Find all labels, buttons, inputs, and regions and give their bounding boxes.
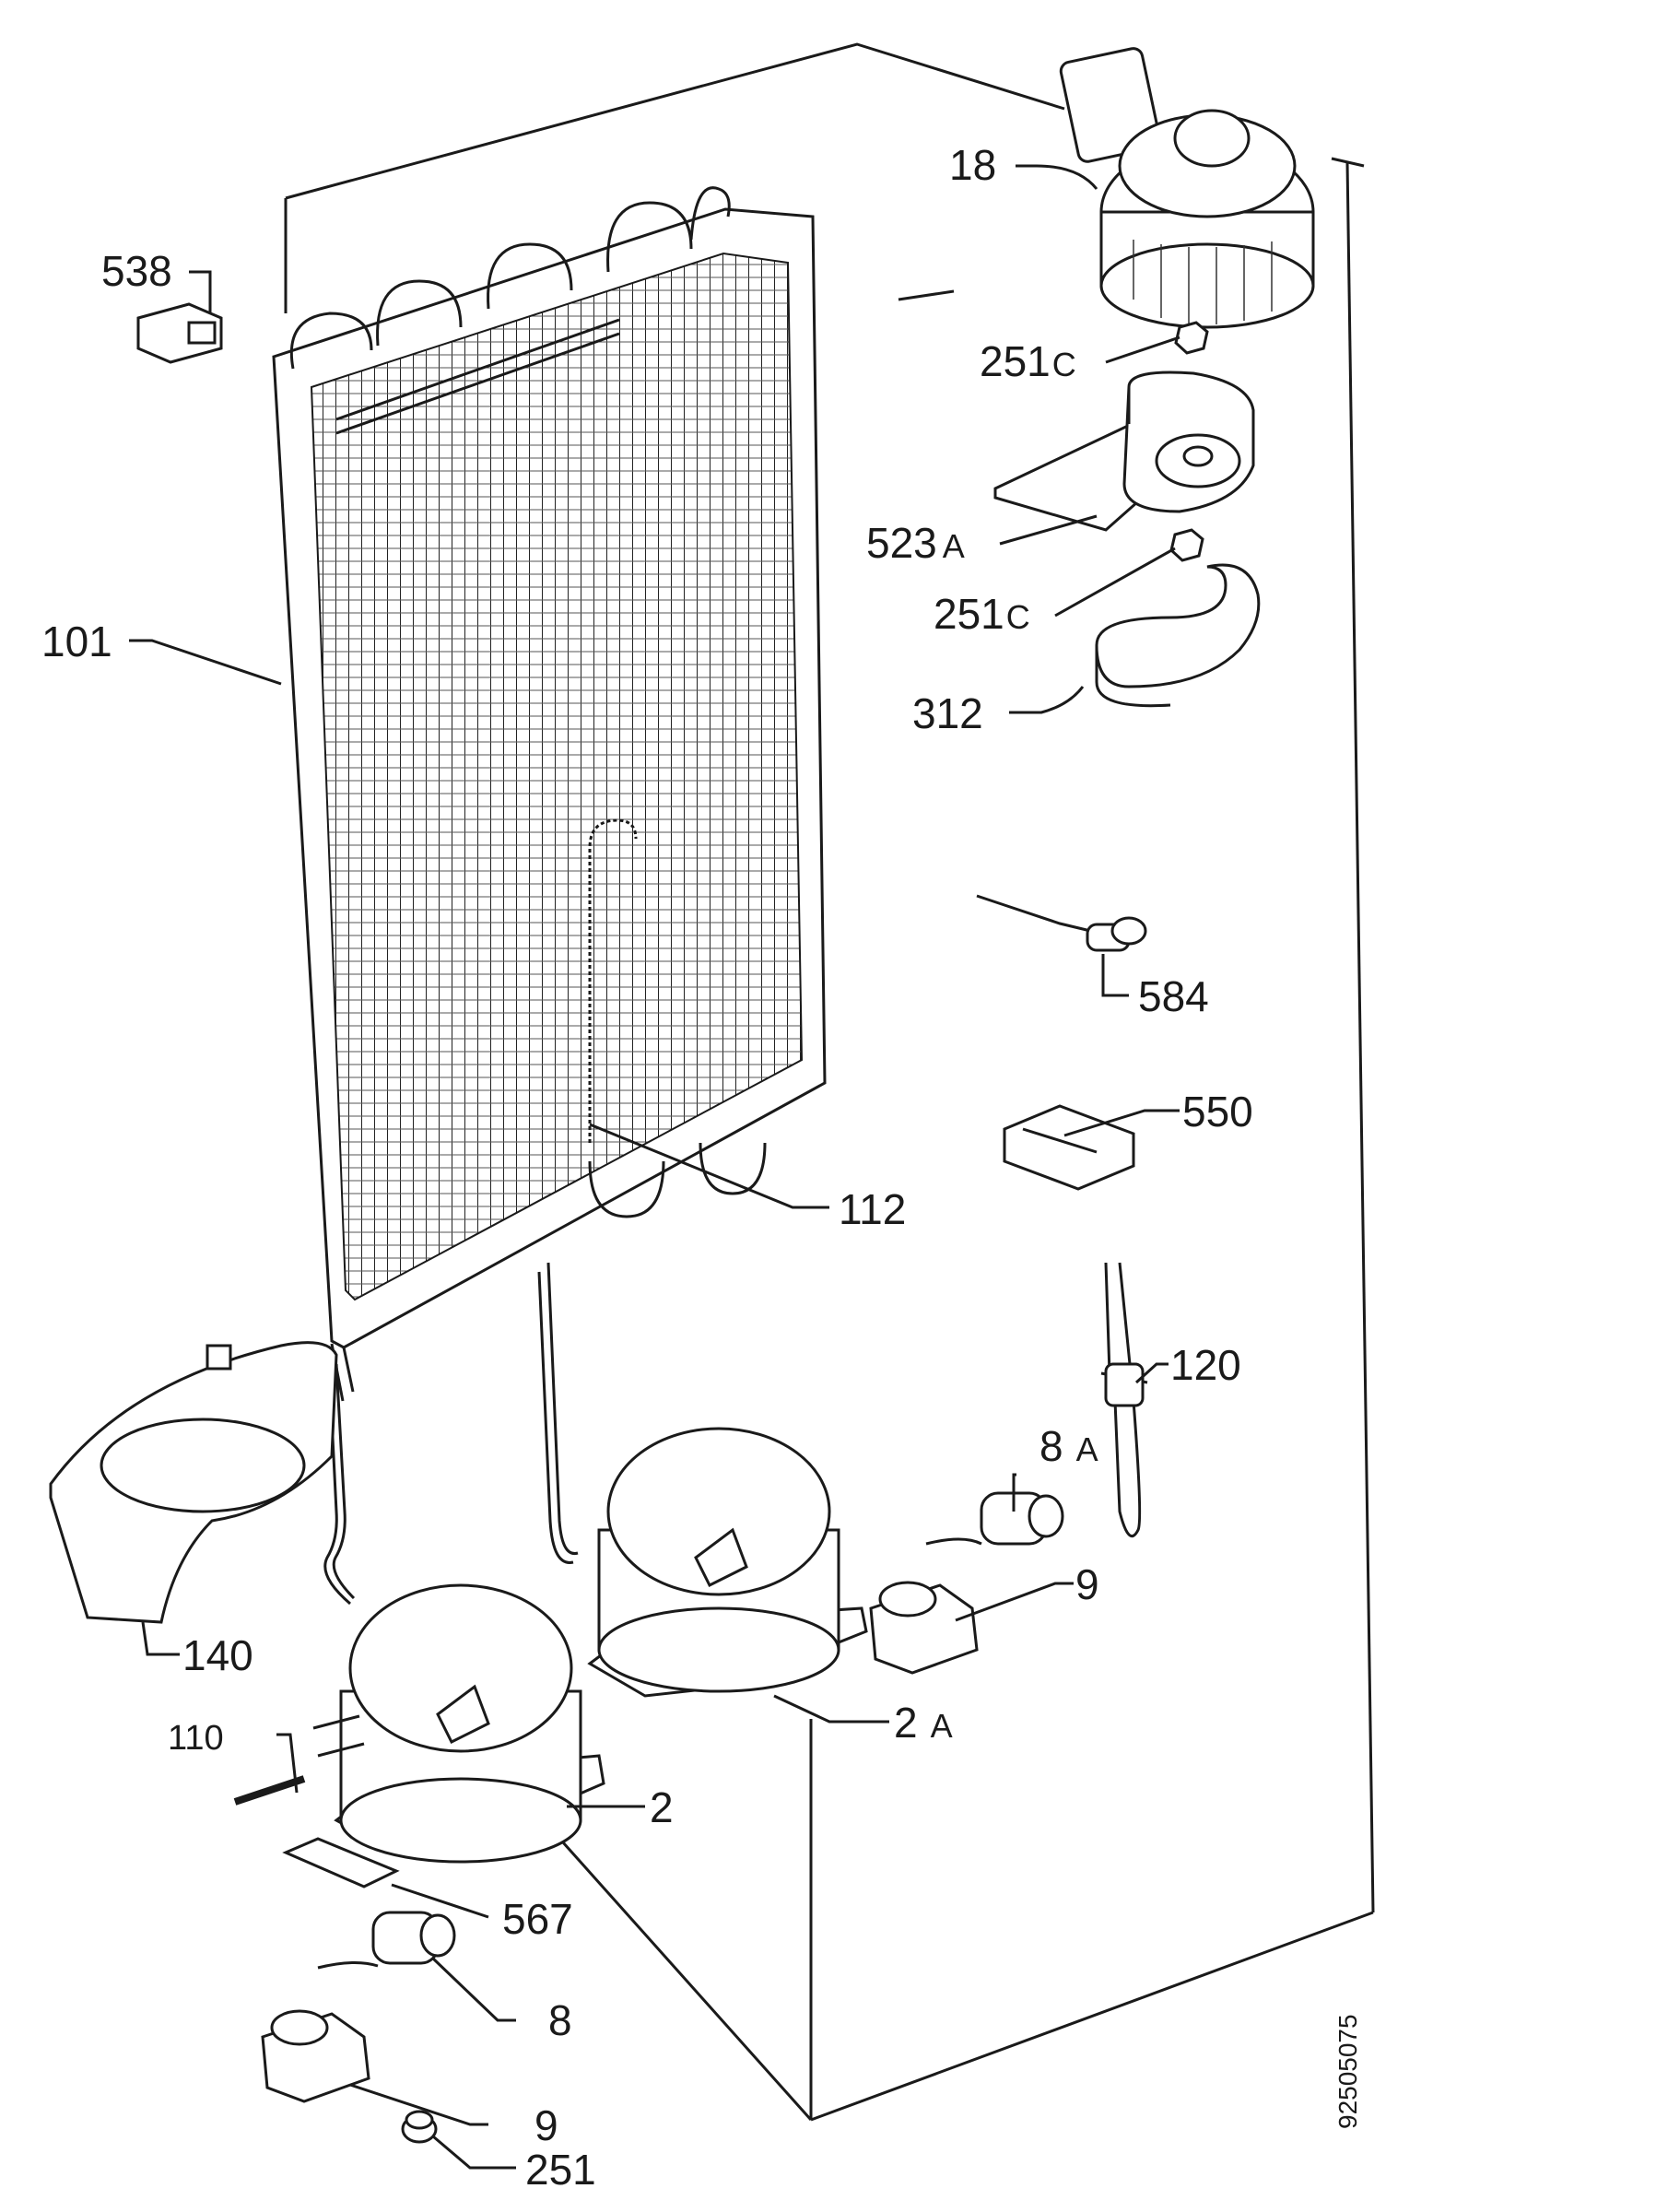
nut-251c-top xyxy=(1174,321,1209,355)
compressor-2 xyxy=(334,1583,605,1864)
label-9-bottom: 9 xyxy=(534,2101,558,2149)
label-251: 251 xyxy=(525,2146,596,2194)
compressor-2a xyxy=(587,1427,868,1698)
label-120: 120 xyxy=(1170,1341,1241,1389)
drawing-number: 92505075 xyxy=(1333,2014,1362,2129)
label-110: 110 xyxy=(168,1719,224,1758)
label-140: 140 xyxy=(182,1631,253,1679)
refrigerant-tubes xyxy=(323,1262,579,1606)
connector-538 xyxy=(136,302,223,364)
label-101: 101 xyxy=(41,618,112,665)
fan-motor xyxy=(1059,47,1315,329)
clip xyxy=(1003,1104,1135,1191)
label-312: 312 xyxy=(912,689,983,737)
label-8: 8 xyxy=(548,1996,572,2044)
nut-251-bottom xyxy=(401,2110,438,2144)
label-112: 112 xyxy=(839,1185,906,1233)
cabinet-outline xyxy=(284,42,1375,2122)
fan-bracket xyxy=(993,371,1255,532)
label-567: 567 xyxy=(502,1895,573,1943)
overload-protector-8a xyxy=(925,1491,1064,1546)
condenser-panel xyxy=(272,186,827,1402)
label-2: 2 xyxy=(650,1783,674,1831)
label-251c-top: 251C xyxy=(980,337,1076,385)
duct-cover xyxy=(1095,563,1261,708)
label-18: 18 xyxy=(949,141,996,189)
pins xyxy=(233,1714,365,1806)
overload-protector-8 xyxy=(317,1911,456,1970)
mounting-plate xyxy=(282,1837,400,1888)
drain-tray xyxy=(49,1341,338,1624)
start-relay-bottom xyxy=(261,2009,370,2103)
label-584: 584 xyxy=(1138,972,1209,1020)
label-9-right: 9 xyxy=(1075,1560,1099,1608)
label-538: 538 xyxy=(101,247,172,295)
label-550: 550 xyxy=(1182,1088,1253,1135)
thermal-sensor xyxy=(976,894,1147,952)
leader-lines xyxy=(129,164,1180,2170)
start-relay-right xyxy=(869,1581,979,1675)
nut-251c-middle xyxy=(1169,528,1204,562)
heater-wire xyxy=(1100,1262,1148,1538)
label-251c-mid: 251C xyxy=(934,590,1030,638)
